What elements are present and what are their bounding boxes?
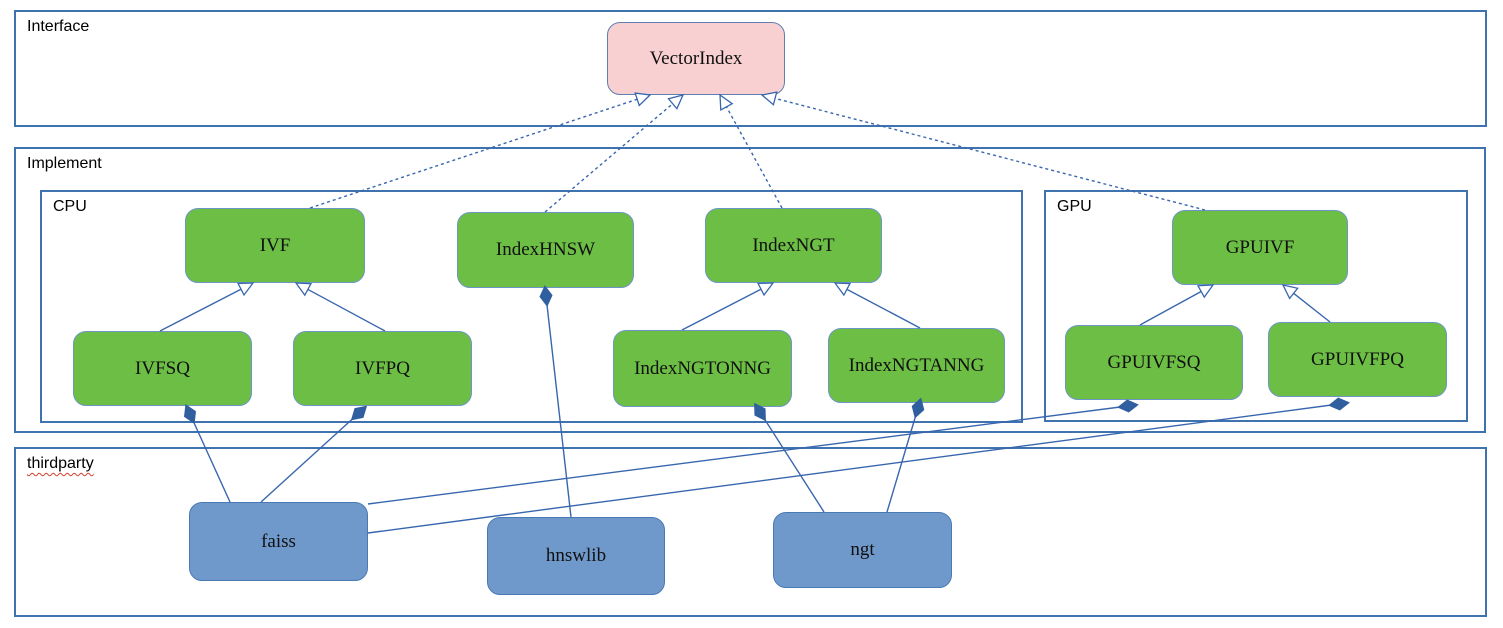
node-label-faiss: faiss bbox=[261, 530, 296, 552]
node-label-gpuivfsq: GPUIVFSQ bbox=[1107, 351, 1201, 373]
node-label-indexngtonng: IndexNGTONNG bbox=[634, 357, 771, 379]
node-label-hnswlib: hnswlib bbox=[545, 545, 607, 566]
section-label-gpu: GPU bbox=[1057, 198, 1092, 215]
node-label-ivfsq: IVFSQ bbox=[135, 357, 190, 379]
node-label-gpuivf: GPUIVF bbox=[1225, 236, 1295, 258]
node-indexngtanng: IndexNGTANNG bbox=[828, 328, 1005, 403]
node-hnswlib: hnswlib bbox=[487, 517, 665, 595]
section-label-cpu: CPU bbox=[53, 198, 87, 215]
node-label-indexngt: IndexNGT bbox=[752, 234, 835, 256]
node-label-gpuivfpq: GPUIVFPQ bbox=[1311, 348, 1404, 370]
node-indexngtonng: IndexNGTONNG bbox=[613, 330, 792, 407]
node-vectorindex: VectorIndex bbox=[607, 22, 785, 95]
node-label-indexngtanng: IndexNGTANNG bbox=[848, 354, 985, 376]
node-label-ivf: IVF bbox=[259, 234, 291, 256]
node-label-ngt: ngt bbox=[850, 539, 875, 560]
node-label-vectorindex: VectorIndex bbox=[649, 47, 743, 69]
node-ivfpq: IVFPQ bbox=[293, 331, 472, 406]
node-faiss: faiss bbox=[189, 502, 368, 581]
node-indexngt: IndexNGT bbox=[705, 208, 882, 283]
node-label-ivfpq: IVFPQ bbox=[355, 357, 410, 379]
section-label-interface: Interface bbox=[27, 18, 90, 35]
node-ngt: ngt bbox=[773, 512, 952, 588]
node-ivf: IVF bbox=[185, 208, 365, 283]
node-gpuivfpq: GPUIVFPQ bbox=[1268, 322, 1447, 397]
node-gpuivf: GPUIVF bbox=[1172, 210, 1348, 285]
section-label-implement: Implement bbox=[27, 155, 102, 172]
node-label-indexhnsw: IndexHNSW bbox=[495, 239, 596, 260]
node-indexhnsw: IndexHNSW bbox=[457, 212, 634, 288]
node-ivfsq: IVFSQ bbox=[73, 331, 252, 406]
node-gpuivfsq: GPUIVFSQ bbox=[1065, 325, 1243, 400]
section-label-thirdparty: thirdparty bbox=[27, 455, 94, 472]
